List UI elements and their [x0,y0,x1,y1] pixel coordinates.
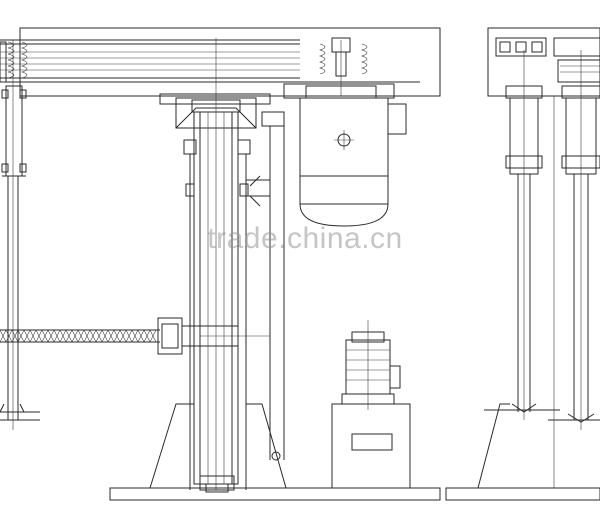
front-view [0,27,441,501]
left-column [0,40,40,430]
tank-vessel [283,83,407,227]
side-view [445,27,600,501]
main-tower [159,38,285,493]
watermark-text: trade.china.cn [207,222,403,255]
top-beam [0,27,441,97]
screw-shaft [0,317,270,355]
base-frame [109,403,441,501]
motor-assembly [331,320,411,489]
